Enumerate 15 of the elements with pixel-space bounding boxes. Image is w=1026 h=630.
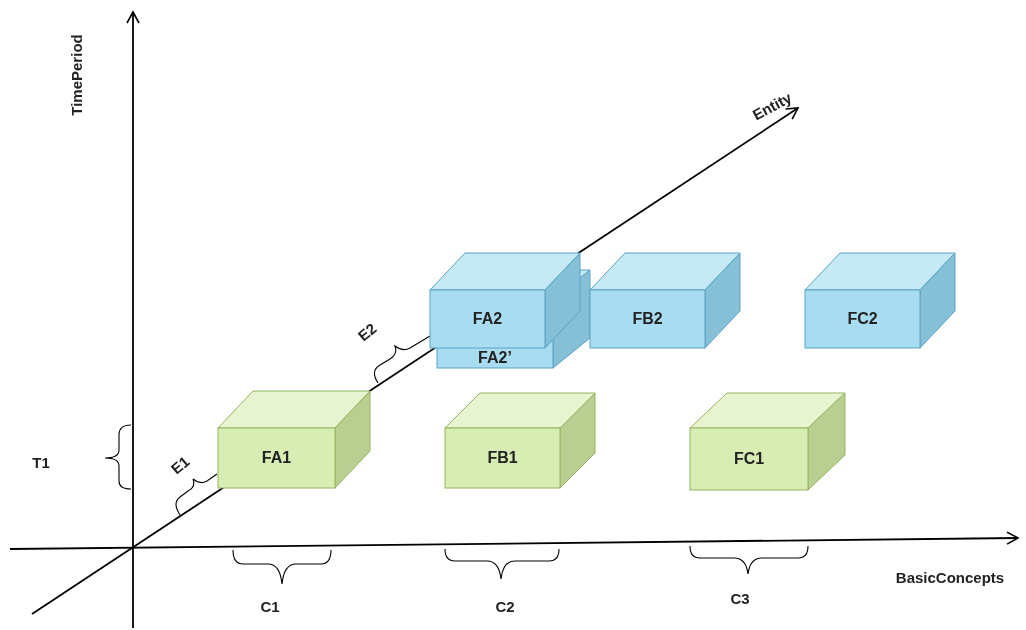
axis-label: BasicConcepts: [895, 569, 1005, 585]
bracket-label: E1: [168, 453, 192, 477]
bracket-label: E2: [355, 320, 379, 344]
cube-label: FA2: [431, 290, 544, 348]
cube-label: FA2’: [438, 348, 552, 367]
cube-label: FB1: [446, 428, 559, 488]
cube-label: FB2: [591, 290, 704, 348]
bracket-label: C2: [495, 598, 515, 614]
cube-label: FC2: [806, 290, 919, 348]
bracket-label: C1: [260, 598, 280, 614]
cube-label: FA1: [219, 428, 334, 488]
axis-label: TimePeriod: [68, 34, 84, 116]
bracket-label: T1: [32, 454, 50, 470]
bracket-label: C3: [730, 590, 750, 606]
cube-label: FC1: [691, 428, 807, 490]
